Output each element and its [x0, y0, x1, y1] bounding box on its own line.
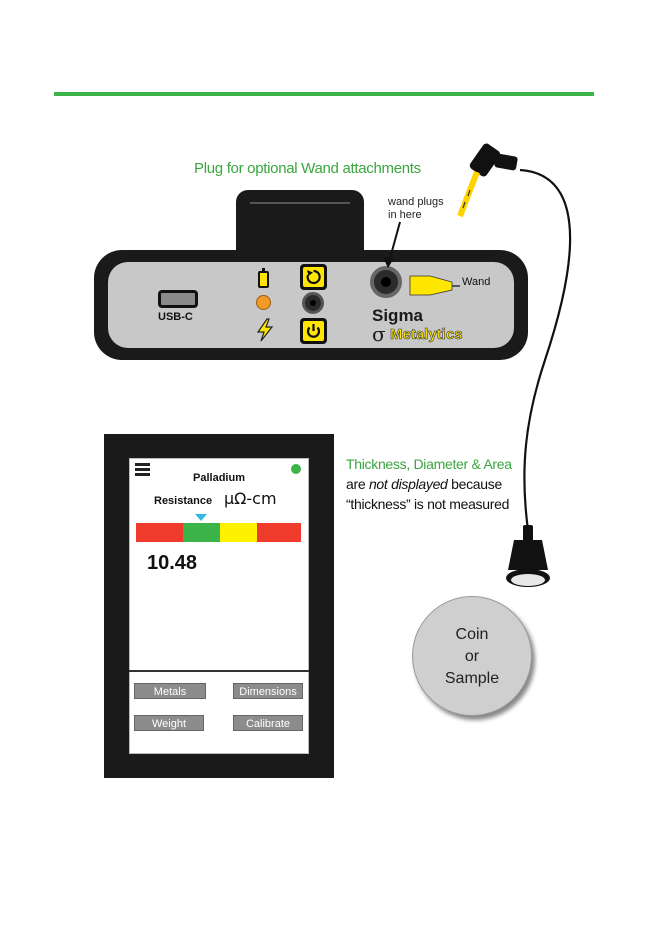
callout-arrow — [389, 222, 400, 262]
audio-plug-icon — [460, 142, 518, 216]
wand-connector-icon — [410, 276, 452, 295]
coin-label-line3: Sample — [412, 668, 532, 690]
button-divider — [129, 670, 309, 672]
coin-label: Coin or Sample — [412, 624, 532, 690]
unit-label: µΩ-cm — [224, 489, 277, 508]
metal-name: Palladium — [129, 472, 309, 484]
mode-label: Resistance — [154, 495, 212, 507]
note-line3: “thickness” is not measured — [346, 494, 512, 514]
note-emphasis: not displayed — [369, 476, 448, 492]
calibrate-button[interactable]: Calibrate — [233, 715, 303, 731]
scale-pointer-icon — [195, 514, 207, 521]
reading-value: 10.48 — [147, 552, 197, 575]
resistance-scale — [136, 523, 301, 542]
coin-label-line2: or — [412, 646, 532, 668]
note-title: Thickness, Diameter & Area — [346, 454, 512, 474]
wand-cable — [520, 170, 570, 530]
wand-probe-icon — [506, 525, 550, 587]
callout-arrowhead-icon — [383, 257, 394, 268]
metals-button[interactable]: Metals — [134, 683, 206, 699]
scale-segment-near — [220, 523, 257, 542]
scale-segment-high — [257, 523, 301, 542]
weight-button[interactable]: Weight — [134, 715, 204, 731]
note-line2-end: because — [448, 476, 502, 492]
display-note: Thickness, Diameter & Area are not displ… — [346, 454, 512, 514]
dimensions-button[interactable]: Dimensions — [233, 683, 303, 699]
note-line2-start: are — [346, 476, 369, 492]
scale-segment-match — [183, 523, 220, 542]
note-line2: are not displayed because — [346, 474, 512, 494]
scale-segment-low — [136, 523, 183, 542]
coin-label-line1: Coin — [412, 624, 532, 646]
